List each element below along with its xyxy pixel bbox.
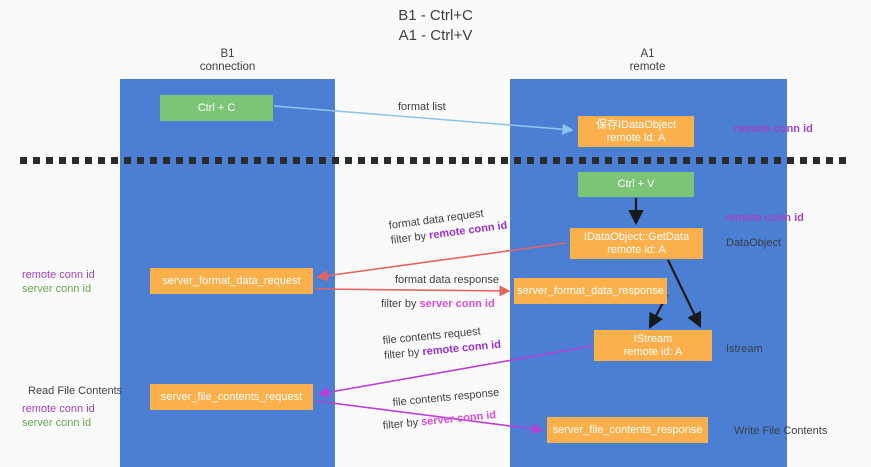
node-server-format-data-response[interactable]: server_format_data_response — [514, 278, 667, 304]
node-save-idataobject-label: 保存IDataObject — [595, 118, 677, 131]
node-istream-subtitle: remote id: A — [623, 345, 683, 358]
edge-label-format-data-response-text: format data response — [395, 274, 499, 286]
node-idataobject-getdata[interactable]: IDataObject::GetData remote id: A — [570, 228, 703, 259]
node-ctrl-c[interactable]: Ctrl + C — [160, 95, 273, 121]
diagram-title: B1 - Ctrl+C A1 - Ctrl+V — [0, 6, 871, 46]
swimlane-a1-name: A1 — [640, 48, 655, 60]
annotation-write-file-contents: Write File Contents — [734, 425, 828, 437]
annotation-remote-conn-id-top: remote conn id — [734, 123, 813, 135]
edge-label-format-data-response-prefix: filter by — [381, 298, 420, 310]
swimlane-b1-role: connection — [199, 61, 256, 73]
swimlane-b1-header: B1 connection — [150, 48, 305, 74]
node-server-format-data-request-label: server_format_data_request — [162, 274, 301, 287]
edge-label-format-list: format list — [398, 100, 446, 115]
node-save-idataobject-subtitle: remote id: A — [606, 131, 666, 144]
node-server-file-contents-request[interactable]: server_file_contents_request — [150, 384, 313, 410]
annotation-read-file-contents: Read File Contents — [28, 385, 123, 397]
annotation-left-remote-conn-id: remote conn id — [22, 269, 95, 281]
edge-label-file-contents-request-prefix: filter by — [383, 346, 424, 362]
annotation-istream: Istream — [726, 343, 763, 355]
annotation-dataobject: DataObject — [726, 237, 782, 249]
node-server-file-contents-response-label: server_file_contents_response — [552, 423, 703, 436]
node-server-format-data-request[interactable]: server_format_data_request — [150, 268, 313, 294]
edge-label-file-contents-response: file contents response filter by server … — [382, 386, 502, 433]
swimlane-b1-name: B1 — [220, 48, 235, 60]
edge-label-format-data-response: format data response filter by server co… — [381, 273, 499, 312]
annotation-left-server-conn-id-2: server conn id — [22, 417, 92, 429]
annotation-left-server-conn-id: server conn id — [22, 283, 92, 295]
swimlane-a1-header: A1 remote — [570, 48, 725, 74]
edge-label-format-list-text: format list — [398, 101, 446, 113]
edge-label-file-contents-response-key: server conn id — [420, 409, 497, 429]
edge-label-format-data-request: format data request filter by remote con… — [388, 204, 508, 249]
edge-label-file-contents-response-text: file contents response — [392, 386, 500, 409]
node-server-file-contents-request-label: server_file_contents_request — [160, 390, 303, 403]
edge-label-format-data-response-key: server conn id — [419, 298, 495, 310]
node-istream-label: IStream — [633, 332, 673, 345]
node-save-idataobject[interactable]: 保存IDataObject remote id: A — [578, 116, 694, 147]
node-ctrl-c-label: Ctrl + C — [197, 101, 236, 114]
node-server-file-contents-response[interactable]: server_file_contents_response — [547, 417, 708, 443]
annotation-left-conn-ids: remote conn id server conn id — [22, 268, 95, 296]
node-server-format-data-response-label: server_format_data_response — [517, 284, 664, 297]
node-ctrl-v-label: Ctrl + V — [617, 178, 655, 190]
annotation-remote-conn-id-mid: remote conn id — [725, 212, 804, 224]
title-line-1: B1 - Ctrl+C — [398, 7, 473, 24]
edge-label-file-contents-response-prefix: filter by — [382, 416, 422, 432]
node-istream[interactable]: IStream remote id: A — [594, 330, 712, 361]
edge-label-file-contents-request: file contents request filter by remote c… — [382, 323, 502, 364]
annotation-left-remote-conn-id-2: remote conn id — [22, 403, 95, 415]
node-idataobject-getdata-subtitle: remote id: A — [607, 243, 666, 256]
title-line-2: A1 - Ctrl+V — [398, 27, 473, 44]
swimlane-a1-role: remote — [629, 61, 666, 73]
node-idataobject-getdata-label: IDataObject::GetData — [583, 230, 690, 243]
annotation-left-conn-ids-2: remote conn id server conn id — [22, 402, 95, 430]
node-ctrl-v[interactable]: Ctrl + V — [578, 172, 694, 197]
edge-label-format-data-request-prefix: filter by — [390, 229, 430, 247]
phase-divider — [20, 157, 851, 164]
